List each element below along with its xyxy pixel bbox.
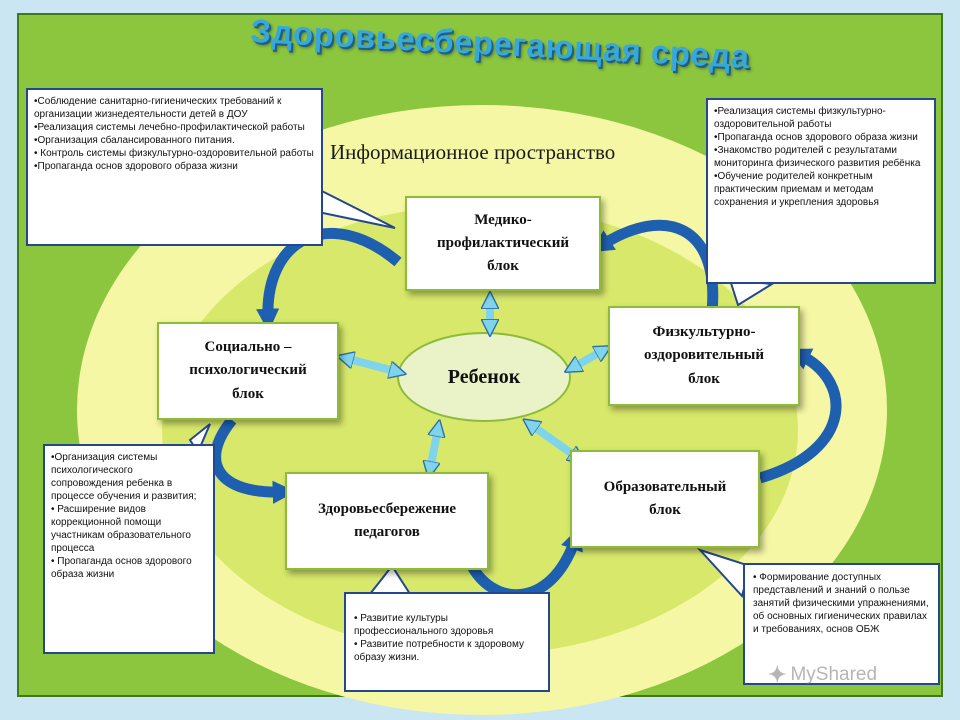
callout-item: • Контроль системы физкультурно-оздорови… xyxy=(34,148,314,159)
double-arrow-physical xyxy=(572,350,604,368)
callout-bottom-middle: • Развитие культуры профессионального зд… xyxy=(344,592,550,692)
callout-bottom-right: • Формирование доступных представлений и… xyxy=(743,563,940,685)
block-medical: Медико-профилактический блок xyxy=(405,196,601,291)
watermark-logo-icon: ✦ xyxy=(768,662,787,687)
info-space-label: Информационное пространство xyxy=(330,140,616,164)
callout-item: •Реализация системы физкультурно-оздоров… xyxy=(714,106,886,130)
callout-item: • Пропаганда основ здорового образа жизн… xyxy=(51,556,192,580)
callout-bottom-left: •Организация системы психологического со… xyxy=(43,444,215,654)
callout-item: •Обучение родителей конкретным практичес… xyxy=(714,171,879,208)
block-educational: Образовательный блок xyxy=(570,450,760,548)
callout-item: •Пропаганда основ здорового образа жизни xyxy=(34,161,238,172)
watermark-text: MyShared xyxy=(790,664,878,685)
callout-item: •Организация сбалансированного питания. xyxy=(34,135,235,146)
callout-item: •Организация системы психологического со… xyxy=(51,452,197,502)
watermark: ✦ MyShared xyxy=(768,660,938,690)
callout-item: •Знакомство родителей с результатами мон… xyxy=(714,145,921,169)
cycle-arrow-educational-to-physical xyxy=(758,348,842,484)
callout-item: •Пропаганда основ здорового образа жизни xyxy=(714,132,918,143)
callout-item: • Развитие потребности к здоровому образ… xyxy=(354,639,524,663)
double-arrow-social xyxy=(345,358,398,372)
cycle-arrow-social-to-teachers xyxy=(210,416,296,504)
callout-top-right: •Реализация системы физкультурно-оздоров… xyxy=(706,98,936,284)
callout-item: •Соблюдение санитарно-гигиенических треб… xyxy=(34,96,282,120)
double-arrow-teachers xyxy=(430,428,438,470)
block-teachers: Здоровьесбережение педагогов xyxy=(285,472,489,570)
center-label-child: Ребенок xyxy=(447,365,521,388)
callout-item: • Развитие культуры профессионального зд… xyxy=(354,613,494,637)
callout-item: •Реализация системы лечебно-профилактиче… xyxy=(34,122,305,133)
callout-top-left: •Соблюдение санитарно-гигиенических треб… xyxy=(26,88,323,246)
block-social: Социально – психологический блок xyxy=(157,322,339,420)
callout-item: • Расширение видов коррекционной помощи … xyxy=(51,504,191,554)
callout-item: • Формирование доступных представлений и… xyxy=(753,572,929,635)
block-physical: Физкультурно-оздоровительный блок xyxy=(608,306,800,406)
